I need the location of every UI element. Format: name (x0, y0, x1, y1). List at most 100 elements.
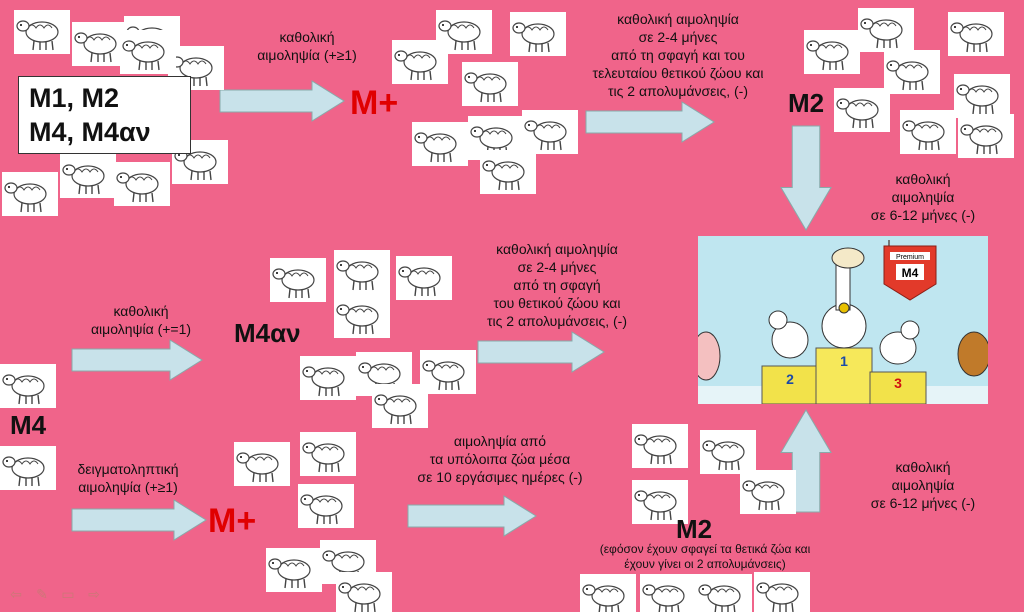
arrow-mplus-to-m2 (585, 101, 715, 143)
note-line: του θετικού ζώου και (493, 295, 621, 311)
place-3: 3 (894, 375, 902, 391)
note-line: καθολική αιμοληψία (617, 11, 739, 27)
note-line: σε 10 εργάσιμες ημέρες (-) (417, 469, 583, 485)
footnote: (εφόσον έχουν σφαγεί τα θετικά ζώα και έ… (530, 542, 880, 572)
sheep-icon (580, 574, 636, 612)
arrow-m4-to-mplus (71, 499, 207, 541)
note-line: σε 2-4 μήνες (638, 29, 718, 45)
sheep-icon (740, 470, 796, 514)
status-mplus-top: M+ (350, 84, 399, 122)
slide-nav: ⇦ ✎ ▭ ⇨ (6, 585, 104, 605)
sheep-icon (14, 10, 70, 54)
sheep-icon (462, 62, 518, 106)
sheep-icon (234, 442, 290, 486)
note-line: έχουν γίνει οι 2 απολυμάνσεις) (624, 557, 786, 571)
arrow-m4av-to-podium (477, 331, 605, 373)
box-line-1: M1, M2 (29, 83, 120, 113)
arrow-m2-to-podium (780, 125, 832, 231)
note-line: καθολική (113, 303, 169, 319)
box-line-2: M4, M4αν (29, 117, 151, 147)
status-m2-bottom: M2 (676, 514, 713, 544)
sheep-icon (334, 294, 390, 338)
note-line: αιμοληψία (+≥1) (78, 479, 178, 495)
arrow-box-to-mplus (219, 80, 345, 122)
status-m4av: M4αν (234, 318, 301, 348)
sheep-icon (696, 574, 752, 612)
sheep-icon (522, 110, 578, 154)
podium-drawing: Premium M4 2 1 3 (698, 236, 988, 404)
sheep-icon (954, 74, 1010, 118)
note-mid-left: καθολική αιμοληψία (+=1) (66, 302, 216, 338)
sheep-icon (804, 30, 860, 74)
sheep-icon (0, 364, 56, 408)
sheep-icon (336, 572, 392, 612)
note-bottom-left: δειγματοληπτική αιμοληψία (+≥1) (48, 460, 208, 496)
status-m4: M4 (10, 410, 47, 440)
sheep-icon (396, 256, 452, 300)
note-top-left: καθολική αιμοληψία (+≥1) (222, 28, 392, 64)
note-line: τελευταίου θετικού ζώου και (592, 65, 764, 81)
note-line: τις 2 απολυμάνσεις, (-) (486, 313, 627, 329)
sheep-icon (900, 110, 956, 154)
note-line: καθολική αιμοληψία (496, 241, 618, 257)
sheep-icon (270, 258, 326, 302)
note-line: καθολική (279, 29, 335, 45)
herd-status-box: M1, M2 M4, M4αν (18, 76, 191, 154)
note-line: τις 2 απολυμάνσεις, (-) (607, 83, 748, 99)
banner-m4: M4 (902, 266, 919, 280)
note-right-bottom: καθολική αιμοληψία σε 6-12 μήνες (-) (838, 458, 1008, 512)
note-line: τα υπόλοιπα ζώα μέσα (429, 451, 571, 467)
note-line: από τη σφαγή (513, 277, 601, 293)
banner-premium: Premium (896, 254, 924, 261)
sheep-icon (632, 480, 688, 524)
place-2: 2 (786, 371, 794, 387)
sheep-icon (948, 12, 1004, 56)
sheep-icon (372, 384, 428, 428)
note-line: καθολική (895, 171, 951, 187)
sheep-icon (266, 548, 322, 592)
next-slide-button[interactable]: ⇨ (88, 586, 100, 602)
podium-illustration: Premium M4 2 1 3 (698, 236, 988, 404)
prev-slide-button[interactable]: ⇦ (10, 586, 22, 602)
note-line: αιμοληψία (+≥1) (257, 47, 357, 63)
sheep-icon (834, 88, 890, 132)
note-line: αιμοληψία (891, 189, 955, 205)
sheep-icon (392, 40, 448, 84)
sheep-icon (2, 172, 58, 216)
note-line: σε 6-12 μήνες (-) (870, 207, 976, 223)
note-mid-right: καθολική αιμοληψία σε 2-4 μήνες από τη σ… (452, 240, 662, 330)
note-line: αιμοληψία (+=1) (90, 321, 192, 337)
sheep-icon (420, 350, 476, 394)
sheep-icon (884, 50, 940, 94)
note-line: σε 6-12 μήνες (-) (870, 495, 976, 511)
sheep-icon (754, 572, 810, 612)
sheep-icon (60, 154, 116, 198)
sheep-icon (300, 432, 356, 476)
note-top-right: καθολική αιμοληψία σε 2-4 μήνες από τη σ… (528, 10, 828, 100)
sheep-icon (958, 114, 1014, 158)
sheep-icon (858, 8, 914, 52)
sheep-icon (72, 22, 128, 66)
sheep-icon (298, 484, 354, 528)
sheep-icon (436, 10, 492, 54)
arrow-m4-to-m4av (71, 339, 203, 381)
sheep-icon (300, 356, 356, 400)
note-line: (εφόσον έχουν σφαγεί τα θετικά ζώα και (599, 542, 811, 556)
status-mplus-bottom: M+ (208, 502, 257, 540)
sheep-icon (480, 150, 536, 194)
sheep-icon (412, 122, 468, 166)
status-m2-top: M2 (788, 88, 825, 118)
note-line: δειγματοληπτική (77, 461, 179, 477)
note-line: καθολική (895, 459, 951, 475)
sheep-icon (114, 162, 170, 206)
pen-tool-button[interactable]: ✎ (36, 586, 48, 602)
note-line: αιμοληψία από (453, 433, 547, 449)
menu-button[interactable]: ▭ (61, 586, 75, 602)
sheep-icon (632, 424, 688, 468)
note-bottom-mid: αιμοληψία από τα υπόλοιπα ζώα μέσα σε 10… (380, 432, 620, 486)
note-right-top: καθολική αιμοληψία σε 6-12 μήνες (-) (838, 170, 1008, 224)
sheep-icon (510, 12, 566, 56)
sheep-icon (120, 30, 176, 74)
sheep-icon (0, 446, 56, 490)
